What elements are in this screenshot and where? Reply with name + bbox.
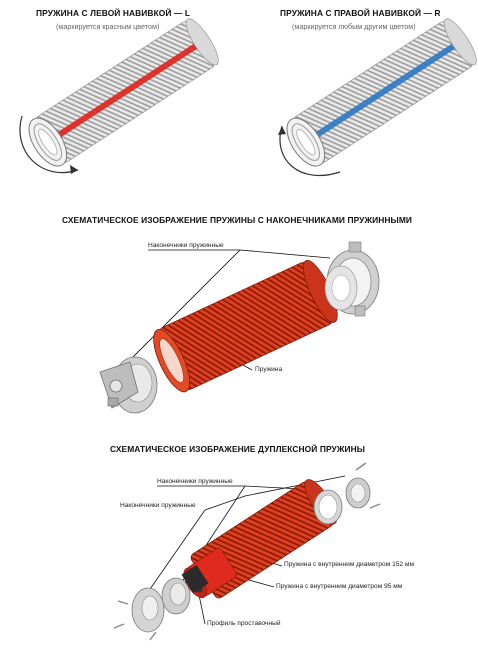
- duplex-tips-upper: [314, 463, 380, 524]
- duplex-tips-lower: [114, 578, 190, 640]
